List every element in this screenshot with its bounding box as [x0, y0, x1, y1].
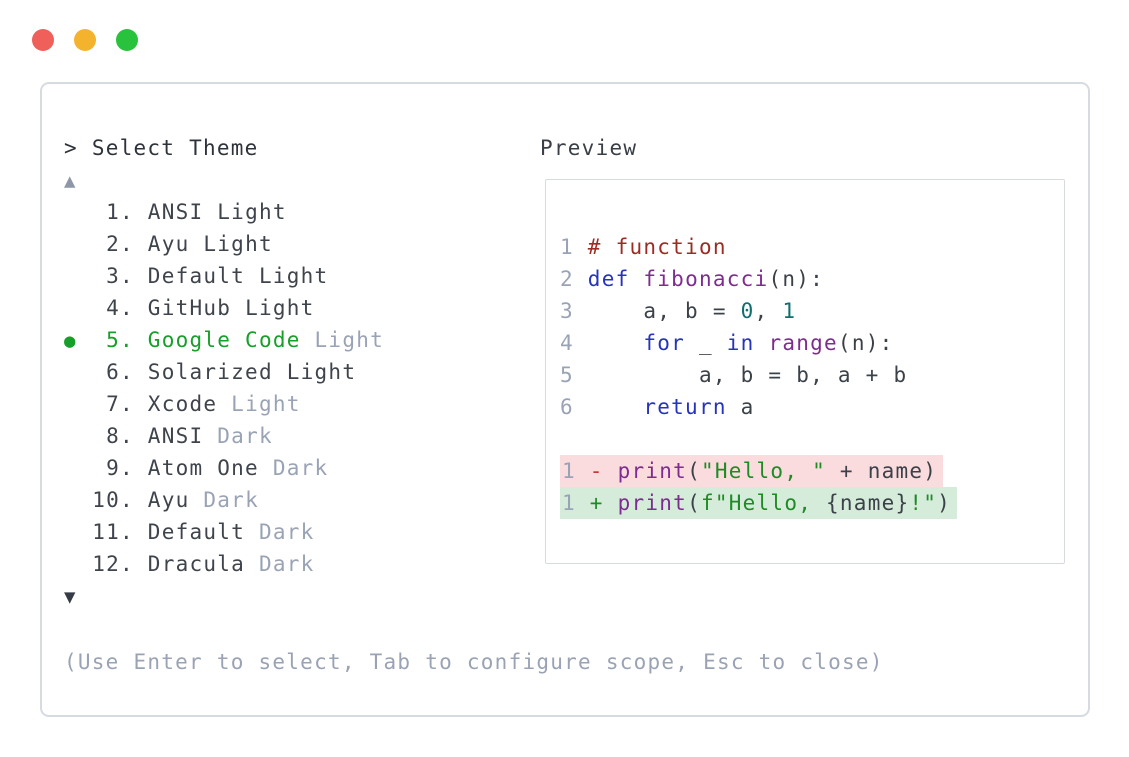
theme-item-12[interactable]: 12. Dracula Dark — [92, 552, 315, 576]
theme-name: Solarized — [147, 360, 273, 384]
theme-variant: Light — [231, 392, 301, 416]
theme-variant: Dark — [258, 520, 315, 544]
theme-picker-panel: > Select Theme ▲ 1. ANSI Light 2. Ayu Lig… — [40, 82, 1090, 717]
line-number: 1 — [562, 491, 590, 515]
theme-item-2[interactable]: 2. Ayu Light — [106, 232, 273, 256]
theme-variant: Dark — [203, 488, 259, 512]
window-close-button[interactable] — [32, 29, 54, 51]
theme-variant: Dark — [272, 456, 329, 480]
theme-item-8[interactable]: 8. ANSI Dark — [106, 424, 273, 448]
diff-line-added: 1 + print(f"Hello, {name}!") — [560, 487, 1064, 519]
theme-item-3[interactable]: 3. Default Light — [106, 264, 329, 288]
diff-line-removed: 1 - print("Hello, " + name) — [560, 455, 1064, 487]
theme-selector: > Select Theme ▲ 1. ANSI Light 2. Ayu Lig… — [64, 132, 534, 612]
theme-name: ANSI — [147, 200, 204, 224]
theme-list: 1. ANSI Light 2. Ayu Light 3. Default Ligh… — [64, 196, 534, 580]
theme-variant: Light — [203, 232, 273, 256]
theme-name: Default — [147, 520, 246, 544]
theme-variant: Light — [286, 360, 357, 384]
line-number: 1 — [560, 235, 588, 259]
preview-diff: 1 - print("Hello, " + name)1 + print(f"H… — [560, 455, 1064, 519]
code-line: 5 a, b = b, a + b — [560, 363, 908, 387]
theme-variant: Dark — [258, 552, 315, 576]
theme-name: Xcode — [147, 392, 218, 416]
theme-variant: Dark — [217, 424, 273, 448]
theme-name: Ayu — [147, 488, 190, 512]
prompt-caret: > — [64, 136, 78, 160]
preview-label: Preview — [540, 136, 638, 160]
theme-variant: Light — [245, 296, 315, 320]
code-line: 4 for _ in range(n): — [560, 331, 894, 355]
diff-removed-sign: - — [589, 459, 618, 483]
page-title: Select Theme — [91, 136, 259, 160]
selected-bullet-icon: ● — [64, 330, 77, 352]
theme-item-9[interactable]: 9. Atom One Dark — [106, 456, 329, 480]
scroll-up-icon[interactable]: ▲ — [64, 170, 77, 192]
line-number: 5 — [560, 363, 588, 387]
code-line: 6 return a — [560, 395, 755, 419]
theme-item-1[interactable]: 1. ANSI Light — [106, 200, 287, 224]
theme-name: Default — [147, 264, 246, 288]
window-minimize-button[interactable] — [74, 29, 96, 51]
theme-name: Google Code — [147, 328, 301, 352]
line-number: 4 — [560, 331, 588, 355]
diff-added-sign: + — [589, 491, 618, 515]
theme-item-4[interactable]: 4. GitHub Light — [106, 296, 315, 320]
line-number: 6 — [560, 395, 588, 419]
code-line: 1 # function — [560, 235, 727, 259]
scroll-down-icon[interactable]: ▼ — [64, 586, 77, 608]
theme-item-6[interactable]: 6. Solarized Light — [106, 360, 357, 384]
theme-name: Dracula — [147, 552, 246, 576]
theme-name: ANSI — [147, 424, 204, 448]
theme-item-7[interactable]: 7. Xcode Light — [106, 392, 301, 416]
theme-item-11[interactable]: 11. Default Dark — [92, 520, 315, 544]
theme-name: Ayu — [147, 232, 190, 256]
preview-code: 1 # function 2 def fibonacci(n): 3 a, b = … — [560, 231, 1064, 423]
keyboard-hint: (Use Enter to select, Tab to configure s… — [64, 650, 884, 674]
line-number: 3 — [560, 299, 588, 323]
prompt-row: > Select Theme — [64, 132, 534, 164]
theme-variant: Light — [258, 264, 329, 288]
code-line: 3 a, b = 0, 1 — [560, 299, 797, 323]
preview-pane: 1 # function 2 def fibonacci(n): 3 a, b = … — [545, 179, 1065, 564]
theme-variant: Light — [217, 200, 287, 224]
line-number: 1 — [562, 459, 590, 483]
theme-name: GitHub — [147, 296, 232, 320]
theme-item-5[interactable]: ●5. Google Code Light — [64, 328, 384, 352]
theme-name: Atom One — [147, 456, 259, 480]
code-line: 2 def fibonacci(n): — [560, 267, 825, 291]
line-number: 2 — [560, 267, 588, 291]
window-maximize-button[interactable] — [116, 29, 138, 51]
theme-item-10[interactable]: 10. Ayu Dark — [92, 488, 259, 512]
theme-variant: Light — [314, 328, 384, 352]
